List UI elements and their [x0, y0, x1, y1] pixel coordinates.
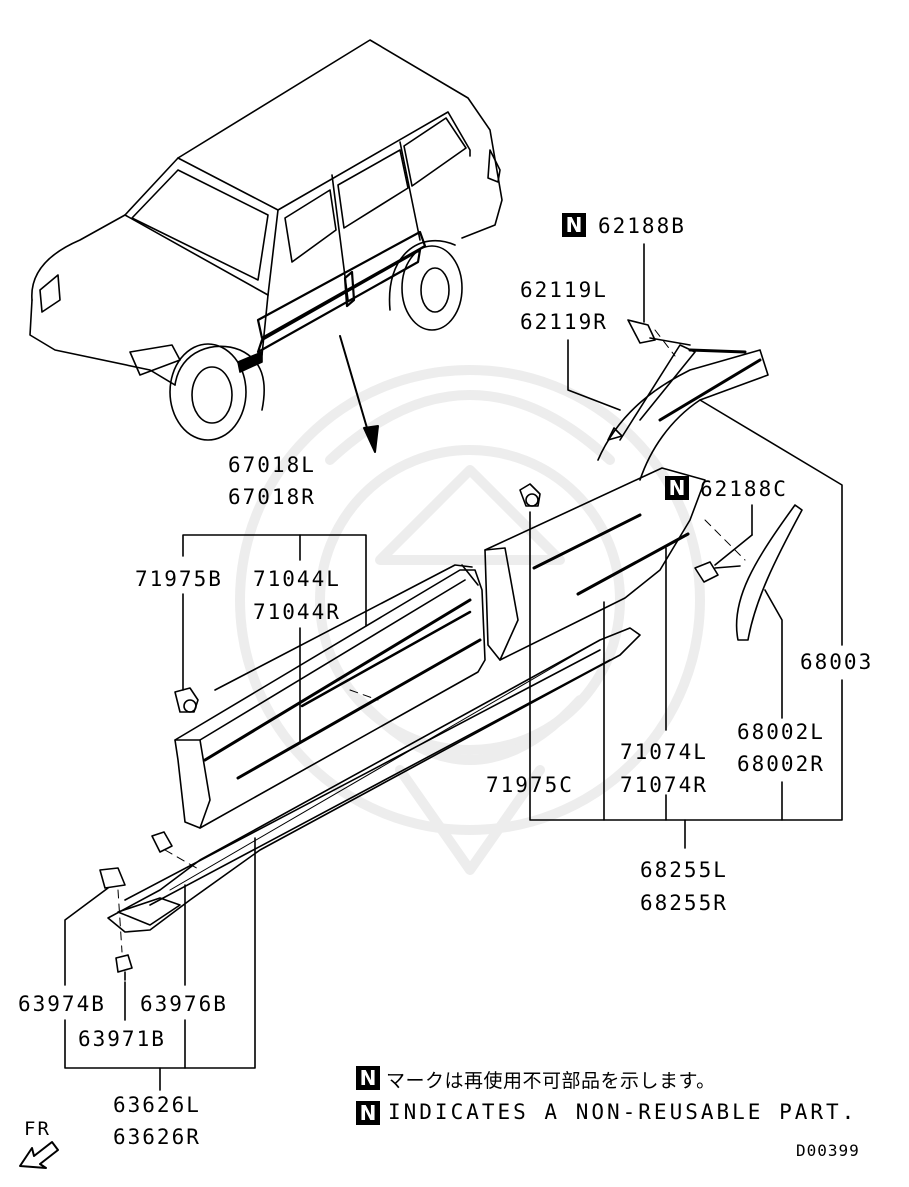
label-63974B: 63974B: [18, 992, 106, 1016]
fender-extension-68002: [735, 504, 803, 641]
label-71074L: 71074L: [620, 740, 708, 764]
label-63971B: 63971B: [78, 1027, 166, 1051]
label-71044R: 71044R: [253, 600, 341, 624]
label-63976B: 63976B: [140, 992, 228, 1016]
leader-lines: [64, 243, 843, 1091]
rivet-62188B: [627, 319, 691, 346]
screw-63971B: [115, 954, 133, 981]
legend-japanese: マークは再使用不可部品を示します。: [386, 1070, 716, 1092]
label-67018L: 67018L: [228, 453, 316, 477]
fender-flare-68003: [597, 344, 769, 481]
label-67018R: 67018R: [228, 485, 316, 509]
non-reusable-mark-62188C: N: [665, 476, 689, 500]
clip-71975B: [174, 687, 199, 713]
rivet-62188C: [694, 561, 741, 583]
label-62188B: 62188B: [598, 214, 686, 238]
vehicle-illustration: [29, 39, 503, 441]
label-63626R: 63626R: [113, 1125, 201, 1149]
label-68002L: 68002L: [737, 720, 825, 744]
clip-63976B: [151, 831, 173, 853]
label-68255R: 68255R: [640, 891, 728, 915]
label-68003: 68003: [800, 650, 874, 674]
diagram-code: D00399: [796, 1141, 860, 1160]
rocker-step-63626: [107, 627, 641, 933]
front-label: FR: [24, 1118, 51, 1140]
front-arrow-icon: [19, 1141, 59, 1169]
rear-garnish: [484, 467, 706, 661]
clip-71975C: [519, 483, 541, 507]
clip-63974B: [99, 867, 126, 889]
label-62119L: 62119L: [520, 278, 608, 302]
legend-mark-jp: N: [356, 1066, 380, 1090]
label-68255L: 68255L: [640, 858, 728, 882]
label-62188C: 62188C: [700, 477, 788, 501]
label-63626L: 63626L: [113, 1093, 201, 1117]
side-garnish-67018: [174, 564, 486, 829]
detail-arrow: [339, 335, 379, 453]
label-71975C: 71975C: [486, 773, 574, 797]
label-71975B: 71975B: [135, 567, 223, 591]
label-68002R: 68002R: [737, 752, 825, 776]
label-71074R: 71074R: [620, 773, 708, 797]
label-71044L: 71044L: [253, 567, 341, 591]
watermark-logo: [235, 365, 705, 875]
alignment-lines: [117, 329, 746, 953]
non-reusable-mark-62188B: N: [562, 213, 586, 237]
legend-english: INDICATES A NON-REUSABLE PART.: [388, 1100, 858, 1124]
legend-mark-en: N: [356, 1101, 380, 1125]
label-62119R: 62119R: [520, 310, 608, 334]
